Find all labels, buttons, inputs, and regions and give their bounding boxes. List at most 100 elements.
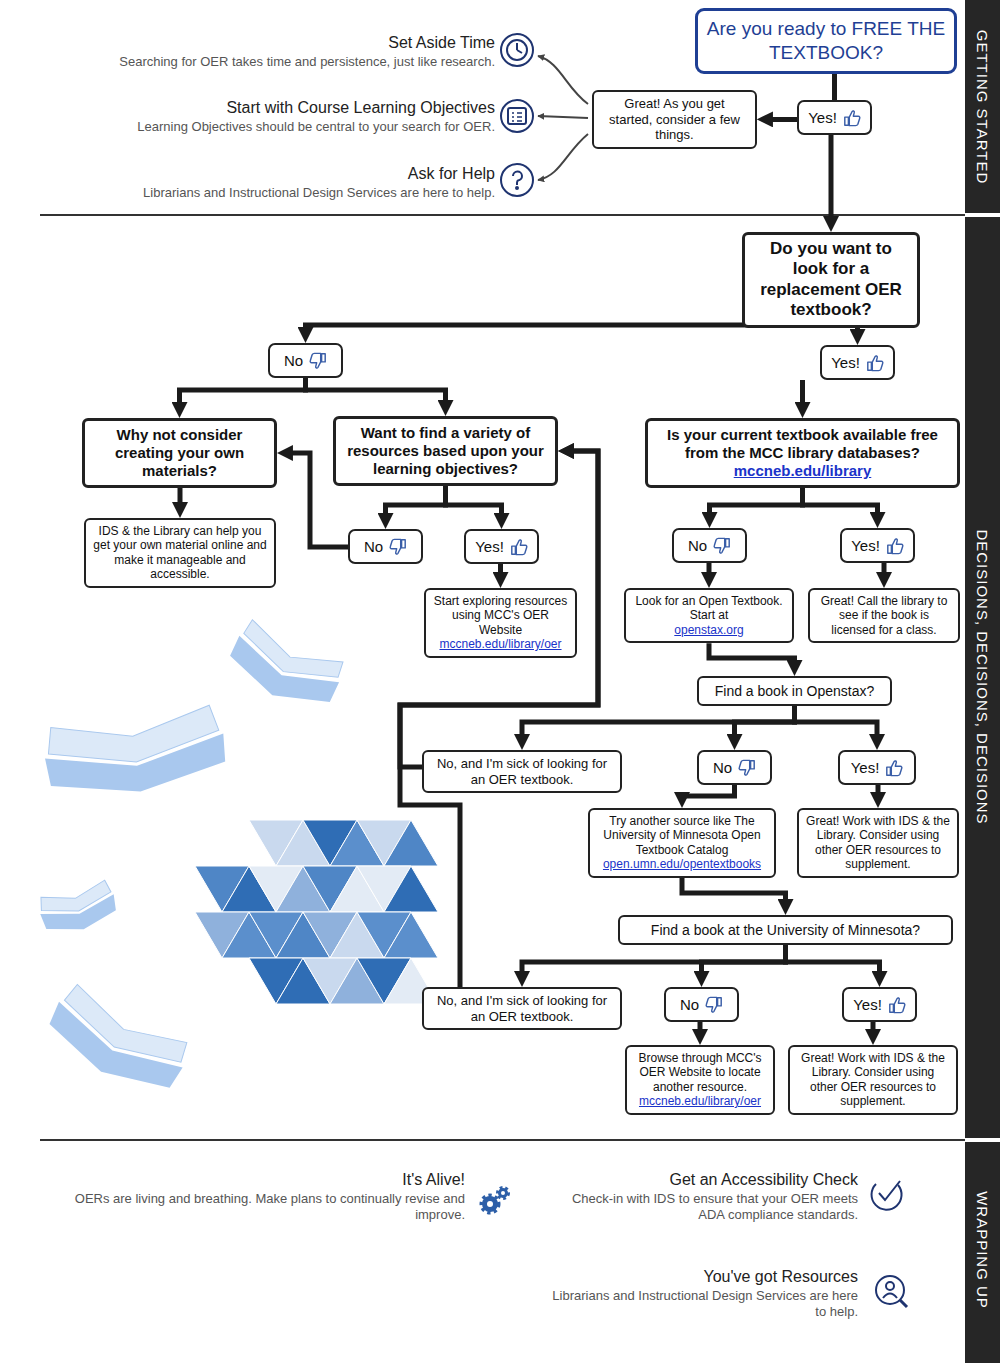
node-text: No — [364, 538, 383, 556]
thumb-up-icon — [888, 996, 906, 1014]
tip-heading: Get an Accessibility Check — [558, 1170, 858, 1190]
question-icon — [501, 164, 533, 196]
hint-arrow — [538, 56, 588, 104]
book — [41, 704, 230, 804]
process-box: Great! Work with IDS & the Library. Cons… — [788, 1045, 958, 1115]
mosaic-triangle — [384, 912, 438, 958]
process-box: IDS & the Library can help you get your … — [84, 518, 276, 588]
question-box: Is your current textbook available free … — [645, 418, 960, 488]
process-box: Great! Call the library to see if the bo… — [808, 588, 960, 643]
node-text: Start exploring resources using MCC's OE… — [433, 594, 568, 637]
flow-connector — [682, 878, 786, 908]
yes-box: Yes! — [797, 100, 872, 135]
tip-heading: It's Alive! — [165, 1170, 465, 1190]
flow-connector — [710, 488, 803, 521]
node-text: Is your current textbook available free … — [655, 426, 950, 462]
thumb-up-icon — [510, 538, 528, 556]
link-text: openstax.org — [674, 623, 743, 637]
flow-connector — [803, 488, 878, 521]
flow-connector — [180, 378, 306, 411]
no-box: No — [664, 987, 739, 1022]
thumb-down-icon — [309, 352, 327, 370]
tip-heading: Ask for Help — [165, 164, 495, 184]
thumb-down-icon — [713, 537, 731, 555]
node-text: Look for an Open Textbook. Start at — [633, 594, 785, 623]
check-icon — [872, 1181, 902, 1210]
tip-text: Check-in with IDS to ensure that your OE… — [568, 1191, 858, 1224]
flow-connector — [400, 451, 598, 987]
no-box: No — [697, 750, 772, 785]
band-gap — [965, 213, 1000, 217]
question-box: Why not consider creating your own mater… — [82, 418, 277, 488]
flow-connector — [800, 380, 805, 411]
tip-text: Searching for OER takes time and persist… — [50, 54, 495, 70]
resources-icon — [876, 1276, 907, 1307]
flow-connector — [882, 563, 887, 581]
node-text: Great! Work with IDS & the Library. Cons… — [806, 814, 950, 872]
flow-connector — [786, 945, 880, 980]
yes-box: Yes! — [840, 528, 915, 563]
link-text: open.umn.edu/opentextbooks — [603, 857, 761, 871]
mosaic-triangle — [384, 866, 438, 912]
flow-connector — [522, 945, 786, 980]
triangle-mosaic — [195, 820, 438, 1004]
no-box: No — [268, 343, 343, 378]
node-text: Great! Call the library to see if the bo… — [817, 594, 951, 637]
node-text: Yes! — [475, 538, 504, 556]
thumb-down-icon — [705, 996, 723, 1014]
tip-text: Librarians and Instructional Design Serv… — [538, 1288, 858, 1321]
book — [39, 981, 194, 1105]
node-text: Yes! — [831, 354, 860, 372]
process-box: Find a book in Openstax? — [697, 676, 892, 706]
gears-icon — [482, 1188, 508, 1212]
flow-connector — [522, 706, 795, 743]
yes-box: Yes! — [820, 345, 895, 380]
book — [222, 618, 347, 719]
process-box: No, and I'm sick of looking for an OER t… — [422, 987, 622, 1030]
flow-connector — [682, 785, 735, 801]
node-text: No, and I'm sick of looking for an OER t… — [431, 993, 613, 1024]
yes-box: Yes! — [842, 987, 917, 1022]
section-label: WRAPPING UP — [973, 1191, 992, 1309]
node-text: No — [284, 352, 303, 370]
link-text: mccneb.edu/library/oer — [439, 637, 561, 651]
thumb-up-icon — [866, 354, 884, 372]
process-box: Look for an Open Textbook. Start atopens… — [624, 588, 794, 643]
mosaic-triangle — [384, 820, 438, 866]
flying-books — [36, 618, 347, 1105]
node-text: Why not consider creating your own mater… — [92, 426, 267, 480]
hint-arrows — [538, 56, 588, 180]
node-text: No — [688, 537, 707, 555]
yes-box: Yes! — [464, 529, 539, 564]
tip-heading: You've got Resources — [558, 1267, 858, 1287]
side-band — [965, 0, 1000, 1363]
node-text: IDS & the Library can help you get your … — [93, 524, 267, 582]
node-text: Yes! — [808, 109, 837, 127]
list-icon — [501, 100, 533, 132]
node-text: Yes! — [853, 996, 882, 1014]
tip-heading: Set Aside Time — [165, 33, 495, 53]
section-label: DECISIONS, DECISIONS, DECISIONS — [973, 529, 992, 824]
flow-connector — [498, 564, 503, 581]
process-box: No, and I'm sick of looking for an OER t… — [422, 750, 622, 793]
flow-connector — [707, 563, 712, 581]
tip-text: OERs are living and breathing. Make plan… — [65, 1191, 465, 1224]
clock-icon — [501, 34, 533, 66]
icons — [482, 34, 907, 1307]
flow-connector — [400, 451, 598, 767]
section-divider — [40, 1139, 965, 1141]
thumb-down-icon — [738, 759, 756, 777]
no-box: No — [348, 529, 423, 564]
flow-connector — [698, 1022, 703, 1038]
flow-connector — [829, 135, 834, 225]
node-text: Great! Work with IDS & the Library. Cons… — [797, 1051, 949, 1109]
node-text: Find a book in Openstax? — [715, 683, 875, 700]
flow-connector — [876, 785, 881, 801]
node-text: No — [713, 759, 732, 777]
section-divider — [40, 214, 965, 216]
node-text: Yes! — [851, 537, 880, 555]
yes-box: Yes! — [838, 750, 916, 785]
node-text: Do you want to look for a replacement OE… — [752, 239, 910, 321]
tip-text: Learning Objectives should be central to… — [50, 119, 495, 135]
node-text: Try another source like The University o… — [597, 814, 767, 857]
